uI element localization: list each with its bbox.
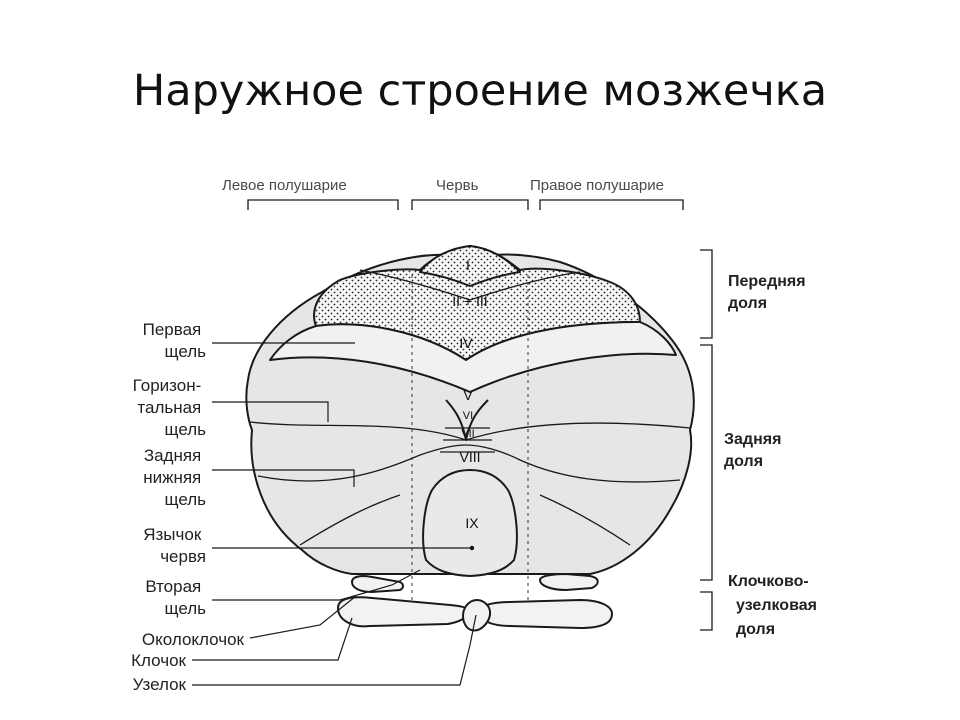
label-nodulus: Узелок xyxy=(133,675,187,694)
bracket-vermis xyxy=(411,199,529,210)
label-paraflocculus-line-1: Околоклочок xyxy=(142,630,245,649)
label-flocculus: Клочок xyxy=(131,651,186,670)
bracket-right-hemisphere xyxy=(539,199,684,210)
label-horizontal-fissure-line-1: Горизон- xyxy=(133,376,202,395)
label-second-fissure-line-2: щель xyxy=(165,599,207,618)
label-first-fissure: Первая щель xyxy=(143,320,207,361)
label-horizontal-fissure: Горизон- тальная щель xyxy=(133,376,206,439)
lobule-label-vii: VII xyxy=(461,428,474,440)
label-anterior-lobe-line-1: Передняя xyxy=(728,273,806,290)
label-paraflocculus: Околоклочок xyxy=(142,630,245,649)
lower-fissure-right xyxy=(539,494,631,546)
label-first-fissure-line-1: Первая xyxy=(143,320,202,339)
label-vermis-tongue-line-1: Язычок xyxy=(143,525,202,544)
label-nodulus-line-1: Узелок xyxy=(133,675,187,694)
top-label-left-hemisphere: Левое полушарие xyxy=(222,177,347,194)
lobule-label-ix: IX xyxy=(465,515,479,531)
top-label-right-hemisphere: Правое полушарие xyxy=(530,177,664,194)
paraflocculus-right xyxy=(539,573,599,591)
label-second-fissure: Вторая щель xyxy=(145,577,206,618)
label-anterior-lobe: Передняя доля xyxy=(728,273,810,312)
label-posterior-lobe: Задняя доля xyxy=(724,431,786,470)
bracket-anterior-lobe xyxy=(700,249,713,339)
label-horizontal-fissure-line-3: щель xyxy=(165,420,207,439)
bracket-left-hemisphere xyxy=(247,199,399,210)
label-flocculonodular-lobe-line-1: Клочково- xyxy=(728,573,809,590)
paraflocculus-left xyxy=(351,575,404,593)
label-flocculus-line-1: Клочок xyxy=(131,651,186,670)
label-second-fissure-line-1: Вторая xyxy=(145,577,201,596)
first-fissure-line xyxy=(269,353,677,393)
bracket-flocculonodular-lobe xyxy=(700,591,713,631)
label-vermis-tongue: Язычок червя xyxy=(143,525,206,566)
label-first-fissure-line-2: щель xyxy=(165,342,207,361)
lobule-ix-region xyxy=(422,469,518,577)
slide-title: Наружное строение мозжечка xyxy=(132,66,828,116)
leader-nodulus xyxy=(192,614,477,686)
label-vermis-tongue-line-2: червя xyxy=(160,547,206,566)
label-posterior-inferior-fissure-line-2: нижняя xyxy=(143,468,201,487)
lobule-vi-vii-band xyxy=(440,427,495,453)
label-posterior-lobe-line-1: Задняя xyxy=(724,431,781,448)
lobule-label-i: I xyxy=(466,257,470,273)
label-posterior-inferior-fissure-line-3: щель xyxy=(165,490,207,509)
leader-horizontal-fissure xyxy=(212,401,329,422)
label-flocculonodular-lobe-line-2: узелковая xyxy=(736,597,817,614)
label-posterior-inferior-fissure-line-1: Задняя xyxy=(144,446,201,465)
top-label-vermis: Червь xyxy=(436,177,479,194)
bracket-posterior-lobe xyxy=(700,344,713,581)
flocculus-left xyxy=(337,596,471,628)
flocculus-right xyxy=(477,599,613,629)
lobule-i-region xyxy=(419,245,521,287)
leader-flocculus xyxy=(192,617,353,661)
posterior-inferior-fissure-line xyxy=(257,444,681,483)
lobule-label-viii: VIII xyxy=(459,449,480,465)
leader-second-fissure xyxy=(212,569,421,601)
lobule-label-iv: IV xyxy=(459,335,473,351)
lower-fissure-left xyxy=(299,494,401,546)
lobule-label-vi: VI xyxy=(463,410,473,422)
leader-posterior-inferior-fissure xyxy=(212,469,355,487)
label-anterior-lobe-line-2: доля xyxy=(728,295,767,312)
label-flocculonodular-lobe: Клочково- узелковая доля xyxy=(728,573,821,638)
lobule-label-ii-iii: II + III xyxy=(452,293,487,309)
lobule-i-ii-border xyxy=(359,269,581,301)
label-posterior-inferior-fissure: Задняя нижняя щель xyxy=(143,446,206,509)
leader-paraflocculus xyxy=(249,595,357,639)
label-flocculonodular-lobe-line-3: доля xyxy=(736,621,775,638)
lobule-ix-dot xyxy=(469,545,475,551)
label-posterior-lobe-line-2: доля xyxy=(724,453,763,470)
label-horizontal-fissure-line-2: тальная xyxy=(137,398,201,417)
lobule-label-v: V xyxy=(463,387,473,403)
